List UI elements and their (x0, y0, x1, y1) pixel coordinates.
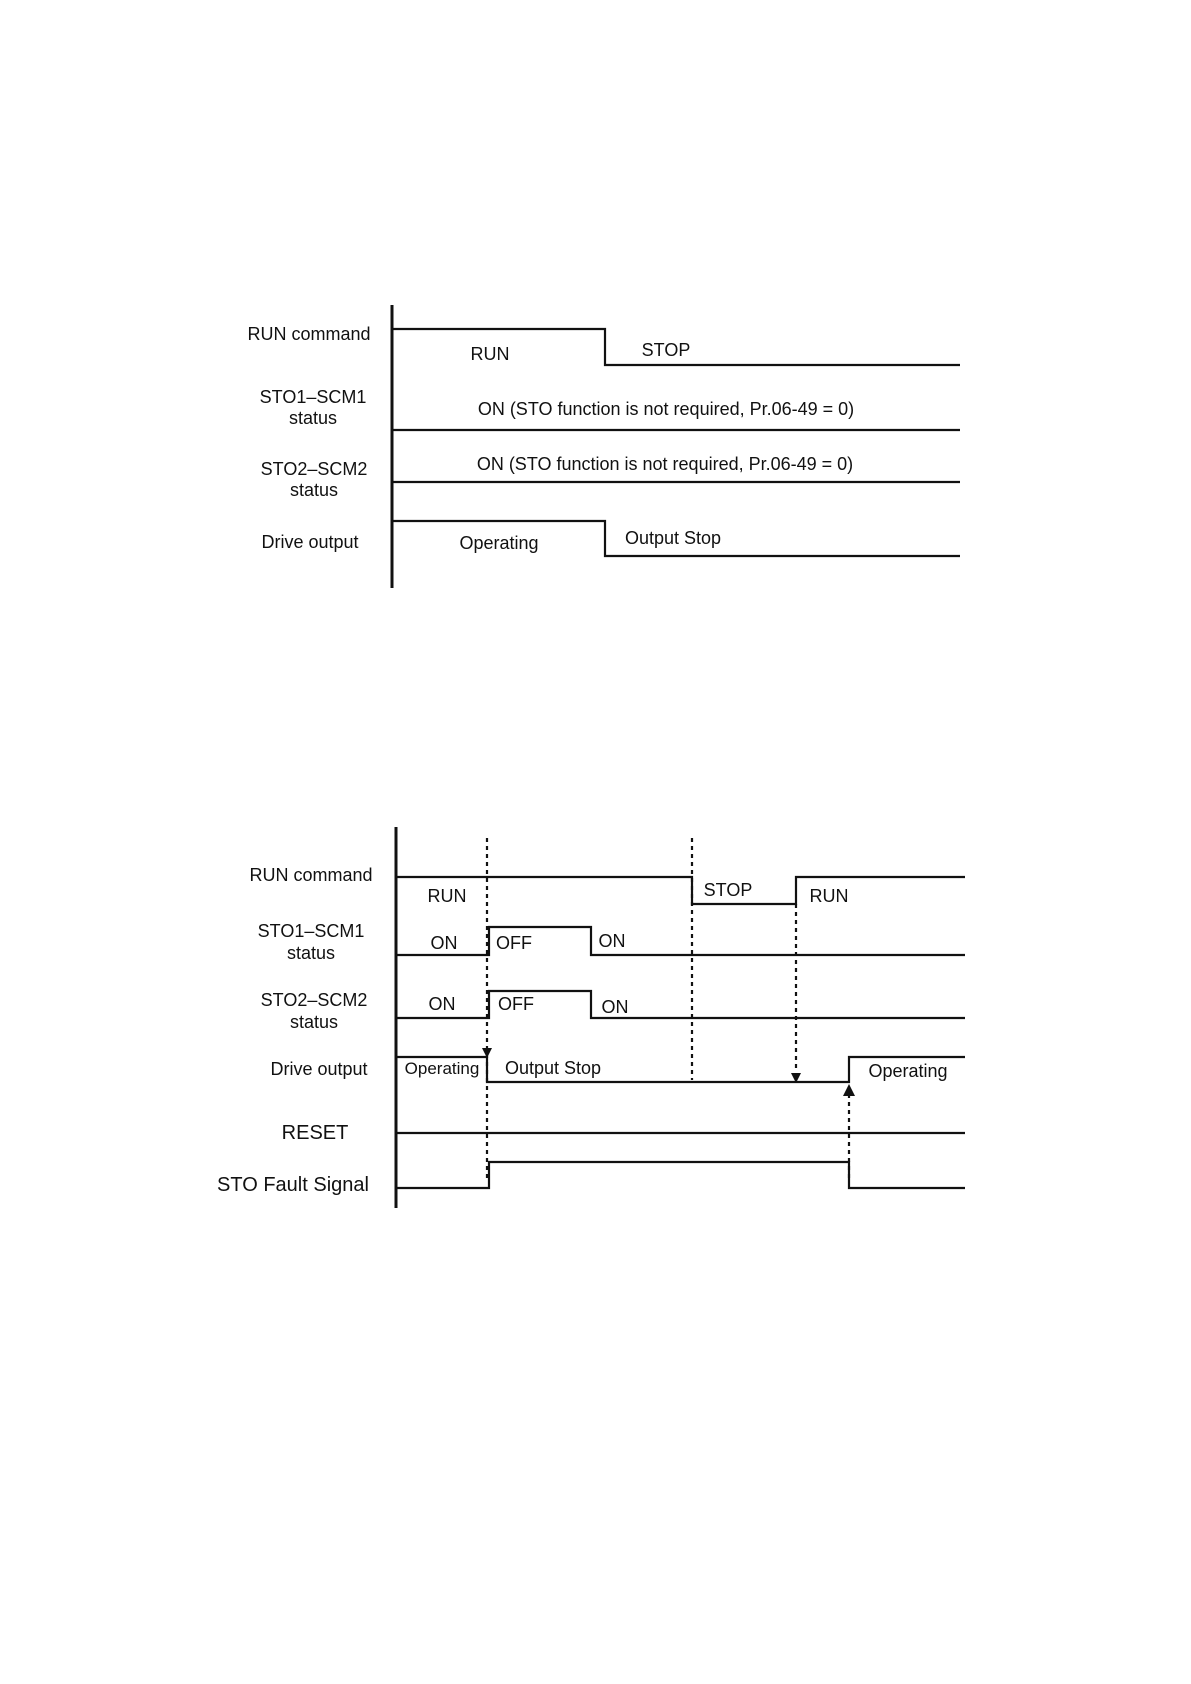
stop-label: STOP (704, 880, 753, 900)
operating-label-1: Operating (405, 1059, 480, 1078)
row-label-sto1-line2: status (289, 408, 337, 428)
row-label-sto-fault-signal: STO Fault Signal (217, 1174, 369, 1196)
row-label-sto2-line2: status (290, 480, 338, 500)
row-label-drive-output: Drive output (261, 532, 358, 552)
row-label-sto2-line1: STO2–SCM2 (261, 459, 368, 479)
run-command-waveform (396, 875, 965, 906)
run-command-waveform (392, 327, 960, 367)
operating-label-2: Operating (868, 1061, 947, 1081)
arrow-trip-down-icon (482, 1048, 492, 1058)
row-label-reset: RESET (282, 1122, 349, 1144)
sto-fault-signal-waveform (396, 1160, 965, 1190)
row-label-sto1-line1: STO1–SCM1 (258, 921, 365, 941)
arrow-run-down-icon (791, 1073, 801, 1083)
sto1-on-label-2: ON (599, 931, 626, 951)
output-stop-label: Output Stop (625, 528, 721, 548)
sto2-off-label: OFF (498, 994, 534, 1014)
timing-diagram-sto-not-required: RUN command STO1–SCM1 status STO2–SCM2 s… (247, 305, 960, 588)
row-label-run-command: RUN command (249, 865, 372, 885)
operating-label: Operating (459, 533, 538, 553)
stop-label: STOP (642, 340, 691, 360)
sto2-on-label-2: ON (602, 997, 629, 1017)
row-label-drive-output: Drive output (270, 1059, 367, 1079)
run-label-2: RUN (810, 886, 849, 906)
sto1-waveform (396, 925, 965, 957)
sto1-on-label-1: ON (431, 933, 458, 953)
arrow-reset-up-icon (843, 1084, 855, 1096)
row-label-sto1-line2: status (287, 943, 335, 963)
row-label-sto2-line1: STO2–SCM2 (261, 990, 368, 1010)
row-label-sto1-line1: STO1–SCM1 (260, 387, 367, 407)
sto1-status-text: ON (STO function is not required, Pr.06-… (478, 399, 854, 419)
timing-diagram-sto-fault-reset: RUN command STO1–SCM1 status STO2–SCM2 s… (217, 827, 965, 1208)
sto2-status-text: ON (STO function is not required, Pr.06-… (477, 454, 853, 474)
row-label-run-command: RUN command (247, 324, 370, 344)
sto2-waveform (396, 989, 965, 1020)
sto1-off-label: OFF (496, 933, 532, 953)
drive-output-waveform (396, 1055, 965, 1084)
drive-output-waveform (392, 519, 960, 558)
output-stop-label: Output Stop (505, 1058, 601, 1078)
run-label: RUN (471, 344, 510, 364)
sto2-on-label-1: ON (429, 994, 456, 1014)
run-label-1: RUN (428, 886, 467, 906)
row-label-sto2-line2: status (290, 1012, 338, 1032)
